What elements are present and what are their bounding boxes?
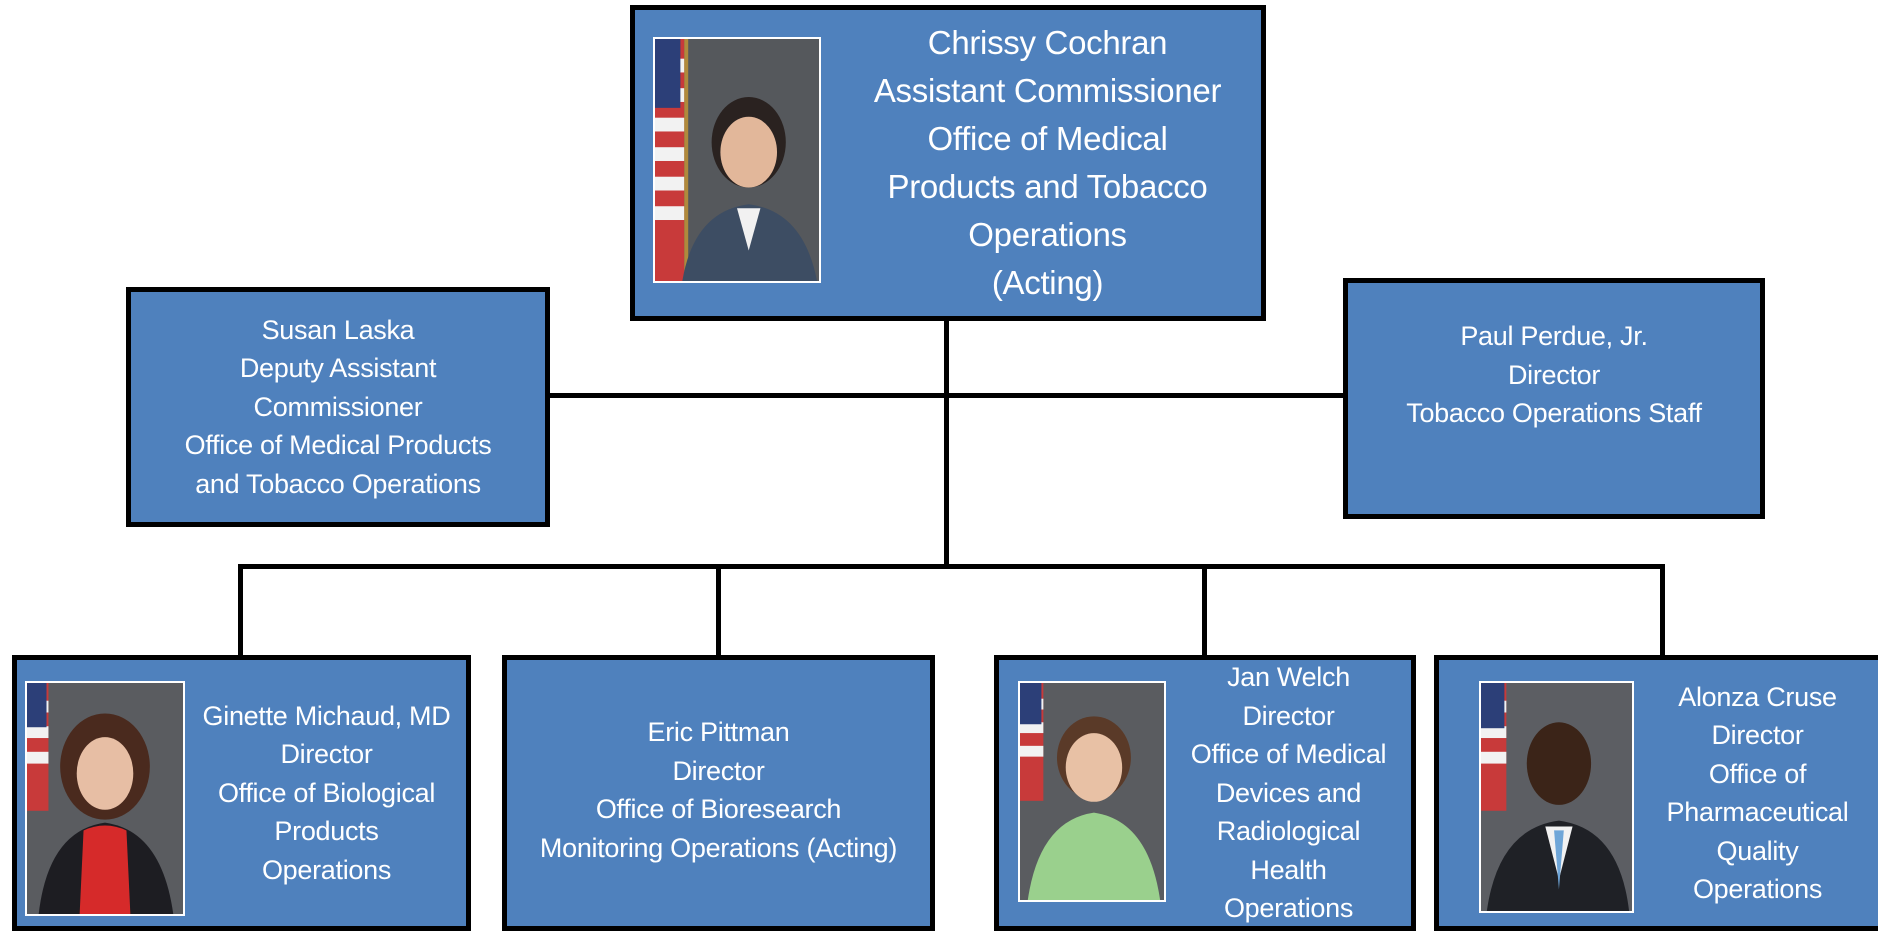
staff-text: Paul Perdue, Jr. Director Tobacco Operat… <box>1348 283 1760 433</box>
connector-office-3 <box>1202 564 1207 658</box>
office-4-line-4: Operations <box>1692 874 1823 904</box>
office-1-line-3: Operations <box>261 854 392 885</box>
office-3-photo <box>1018 681 1166 902</box>
office-4-title: Director <box>1711 720 1804 750</box>
office-2-line-2: Monitoring Operations (Acting) <box>539 832 898 863</box>
portrait-woman-dark-hair-flag-icon <box>655 39 819 281</box>
office-4-line-3: Quality <box>1716 835 1799 866</box>
head-office-line-1: Office of Medical <box>927 120 1168 157</box>
staff-title: Director <box>1507 359 1601 390</box>
connector-head-trunk <box>944 318 949 568</box>
office-2-name: Eric Pittman <box>647 717 790 747</box>
deputy-box: Susan Laska Deputy Assistant Commissione… <box>126 287 550 527</box>
deputy-title-line-1: Deputy Assistant <box>239 353 437 384</box>
office-box-bioresearch-monitoring: Eric Pittman Director Office of Bioresea… <box>502 655 935 931</box>
staff-office: Tobacco Operations Staff <box>1406 398 1702 428</box>
office-box-biological-products: Ginette Michaud, MD Director Office of B… <box>12 655 471 931</box>
office-4-line-2: Pharmaceutical <box>1666 797 1849 827</box>
head-text: Chrissy Cochran Assistant Commissioner O… <box>840 10 1255 316</box>
office-1-line-2: Products <box>274 816 379 847</box>
head-office-line-3: Operations <box>968 216 1127 253</box>
portrait-woman-red-top-flag-icon <box>27 683 183 914</box>
head-box: Chrissy Cochran Assistant Commissioner O… <box>630 5 1266 321</box>
head-title: Assistant Commissioner <box>873 72 1222 109</box>
staff-name: Paul Perdue, Jr. <box>1460 321 1648 351</box>
office-3-title: Director <box>1242 700 1335 731</box>
deputy-name: Susan Laska <box>261 314 415 345</box>
head-acting: (Acting) <box>991 264 1104 301</box>
connector-office-1 <box>238 564 243 658</box>
portrait-man-suit-flag-icon <box>1481 683 1632 911</box>
office-3-line-5: Operations <box>1223 893 1354 924</box>
office-4-text: Alonza Cruse Director Office of Pharmace… <box>1634 660 1878 926</box>
office-2-line-1: Office of Bioresearch <box>595 794 842 824</box>
office-4-name: Alonza Cruse <box>1678 681 1837 712</box>
deputy-office-line-2: and Tobacco Operations <box>195 468 481 499</box>
office-4-photo <box>1479 681 1634 913</box>
office-3-line-3: Radiological <box>1216 816 1361 847</box>
office-3-line-1: Office of Medical <box>1190 739 1387 770</box>
connector-bottom-bar <box>238 564 1665 569</box>
head-name: Chrissy Cochran <box>927 24 1168 61</box>
deputy-office-line-1: Office of Medical Products <box>184 430 492 461</box>
connector-office-4 <box>1660 564 1665 658</box>
office-1-line-1: Office of Biological <box>217 777 436 808</box>
office-3-text: Jan Welch Director Office of Medical Dev… <box>1166 660 1411 926</box>
connector-office-2 <box>716 564 721 658</box>
office-box-medical-devices: Jan Welch Director Office of Medical Dev… <box>994 655 1416 931</box>
office-3-line-2: Devices and <box>1215 777 1362 808</box>
office-4-line-1: Office of <box>1708 758 1807 789</box>
office-2-title: Director <box>672 755 765 786</box>
staff-box: Paul Perdue, Jr. Director Tobacco Operat… <box>1343 278 1765 519</box>
head-photo <box>653 37 821 283</box>
office-box-pharmaceutical-quality: Alonza Cruse Director Office of Pharmace… <box>1434 655 1878 931</box>
office-3-name: Jan Welch <box>1227 662 1350 693</box>
office-3-line-4: Health <box>1250 854 1327 885</box>
office-1-text: Ginette Michaud, MD Director Office of B… <box>187 660 466 926</box>
connector-side-bar <box>546 393 1346 398</box>
deputy-title-line-2: Commissioner <box>253 391 423 422</box>
head-office-line-2: Products and Tobacco <box>887 168 1208 205</box>
office-1-name: Ginette Michaud, MD <box>202 700 451 731</box>
office-1-photo <box>25 681 185 916</box>
office-2-text: Eric Pittman Director Office of Bioresea… <box>507 660 930 867</box>
deputy-text: Susan Laska Deputy Assistant Commissione… <box>131 311 545 504</box>
office-1-title: Director <box>280 739 373 770</box>
portrait-woman-green-cardigan-flag-icon <box>1020 683 1164 900</box>
